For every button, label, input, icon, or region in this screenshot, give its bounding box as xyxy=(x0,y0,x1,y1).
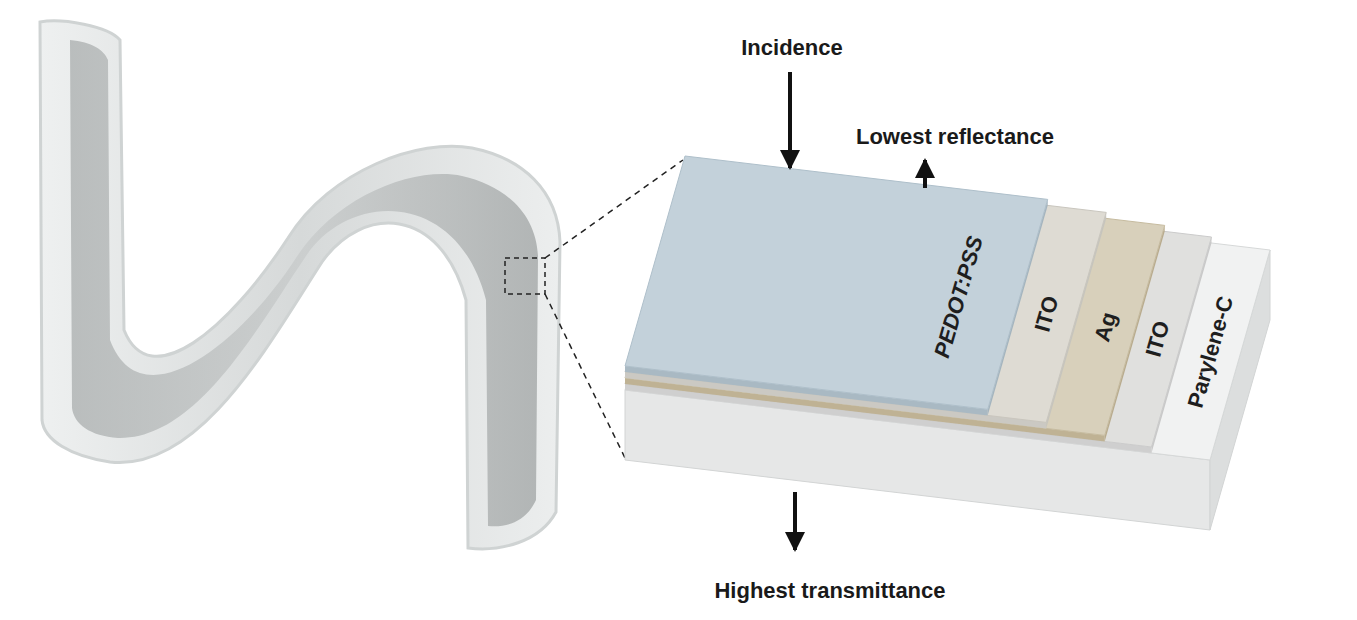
transmittance-arrow xyxy=(793,492,797,550)
incidence-arrow xyxy=(788,72,792,168)
zoom-box xyxy=(505,258,545,294)
optical-label: Incidence xyxy=(741,36,842,60)
film-outer xyxy=(40,21,560,549)
layer-stack xyxy=(625,156,1270,530)
zoom-line xyxy=(545,294,627,462)
film-inner xyxy=(70,40,538,526)
reflectance-arrow xyxy=(923,160,927,188)
flexible-film xyxy=(40,21,683,549)
pedot-top xyxy=(625,156,1048,409)
optical-label: Lowest reflectance xyxy=(856,125,1054,149)
optical-label: Highest transmittance xyxy=(714,579,945,603)
